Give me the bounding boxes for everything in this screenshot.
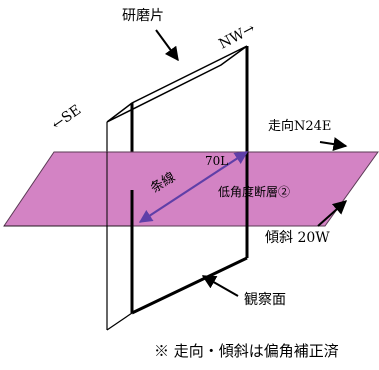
- nw-direction-label: NW→: [216, 20, 258, 52]
- fault-label: 低角度断層②: [218, 184, 290, 199]
- strike-label: 走向N24E: [268, 118, 331, 134]
- observation-face-pointer-arrow: [201, 275, 239, 297]
- dip-arrow: [317, 200, 348, 227]
- strike-arrow: [319, 137, 348, 152]
- sample-piece-label: 研磨片: [122, 8, 164, 24]
- slab-back: [106, 45, 249, 152]
- slab-bottom-edge: [131, 256, 248, 315]
- sample-piece-pointer-arrow: [155, 29, 179, 62]
- striation-arrow: [138, 151, 249, 223]
- se-direction-label: ←SE: [49, 102, 84, 133]
- correction-note: ※ 走向・傾斜は偏角補正済: [154, 342, 339, 360]
- observation-face-label: 観察面: [244, 291, 286, 308]
- slab-front: [4, 152, 249, 331]
- slab-bottom-thin: [106, 312, 133, 331]
- dip-label: 傾斜 20W: [265, 230, 330, 246]
- rake-label: 70L: [205, 154, 228, 168]
